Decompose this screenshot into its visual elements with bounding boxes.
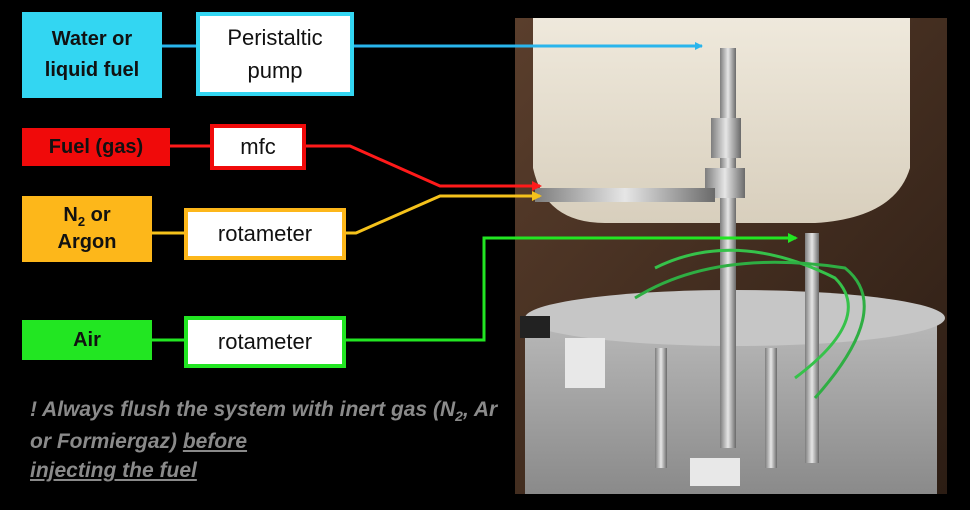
water-source-line1: Water or: [51, 28, 133, 50]
note-underlined-injecting: injecting the fuel: [30, 459, 197, 483]
wire-rotameter-inlet-inert: [346, 191, 542, 235]
air-label: Air: [73, 328, 101, 351]
rotameter-inert-box: rotameter: [184, 208, 346, 260]
pump-line1: Peristaltic: [227, 24, 323, 50]
inert-source-line1: N2 or: [63, 203, 111, 229]
water-liquid-fuel-source: Water or liquid fuel: [22, 12, 162, 98]
mfc-box: mfc: [210, 124, 306, 170]
apparatus-photo: [515, 18, 947, 494]
fuel-gas-source: Fuel (gas): [22, 128, 170, 166]
rotameter-inert-label: rotameter: [217, 221, 313, 247]
water-source-line2: liquid fuel: [44, 59, 140, 81]
note-underlined-before: before: [182, 429, 248, 453]
pump-line2: pump: [247, 58, 303, 83]
inert-gas-source: N2 or Argon: [22, 196, 152, 262]
flush-warning-note: ! Always flush the system with inert gas…: [30, 398, 498, 483]
peristaltic-pump-box: Peristaltic pump: [196, 12, 354, 96]
rotameter-air-label: rotameter: [217, 329, 313, 355]
wire-mfc-inlet: [306, 144, 542, 191]
rotameter-air-box: rotameter: [184, 316, 346, 368]
fuel-gas-label: Fuel (gas): [48, 135, 144, 158]
air-source: Air: [22, 320, 152, 360]
inert-source-line2: Argon: [57, 231, 117, 254]
mfc-label: mfc: [240, 134, 276, 160]
